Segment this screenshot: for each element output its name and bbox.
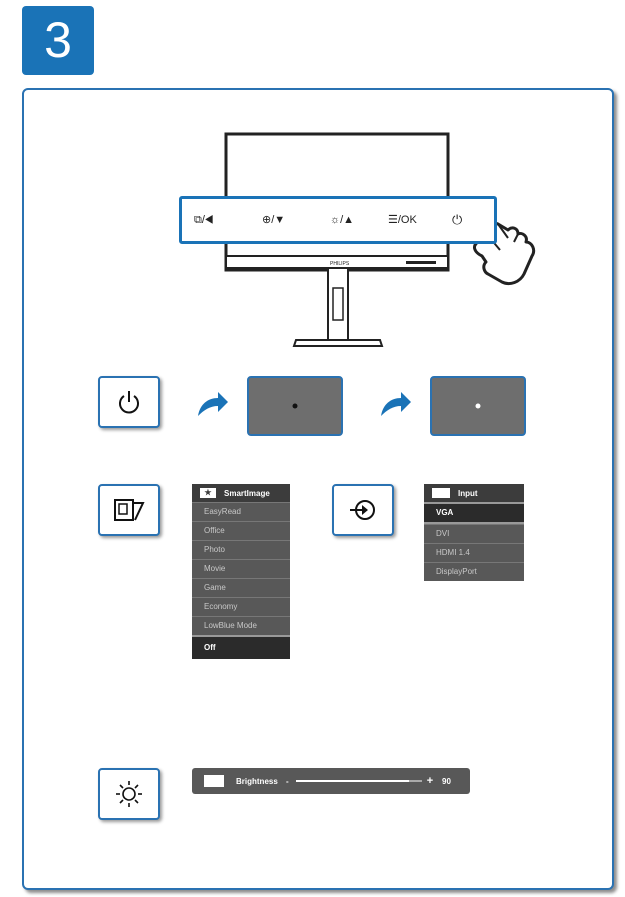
screen-on-panel (430, 376, 526, 436)
osd-item-dvi[interactable]: DVI (424, 524, 524, 543)
brightness-slider-fill (296, 780, 410, 782)
osd-item-game[interactable]: Game (192, 578, 290, 597)
input-menu-title: Input (458, 488, 478, 498)
monitor-brand-label: PHILIPS (330, 261, 350, 267)
power-icon (119, 391, 139, 414)
brightness-osd-bar: Brightness - + 90 (192, 768, 470, 794)
monitor-icon (432, 488, 450, 498)
osd-item-office[interactable]: Office (192, 521, 290, 540)
curved-arrow-icon (198, 392, 228, 416)
osd-item-displayport[interactable]: DisplayPort (424, 562, 524, 581)
osd-item-vga[interactable]: VGA (424, 502, 524, 524)
power-led-off (292, 403, 298, 409)
osd-item-economy[interactable]: Economy (192, 597, 290, 616)
brightness-slider-track[interactable] (296, 780, 422, 782)
step-number-badge: 3 (22, 6, 94, 75)
smartimage-menu-title: SmartImage (224, 488, 270, 498)
monitor-button-strip: ⧉/◀ ⊕/▼ ☼/▲ ☰/OK ⏻ (179, 196, 497, 244)
brightness-value: 90 (442, 776, 451, 786)
star-icon: ★ (200, 488, 216, 498)
smartimage-button-box (98, 484, 160, 536)
input-menu-header: Input (424, 484, 524, 502)
brightness-icon (116, 781, 142, 807)
osd-item-movie[interactable]: Movie (192, 559, 290, 578)
osd-item-easyread[interactable]: EasyRead (192, 502, 290, 521)
osd-item-off[interactable]: Off (192, 635, 290, 659)
brightness-plus[interactable]: + (426, 775, 434, 787)
power-led-on (475, 403, 481, 409)
monitor-illustration: PHILIPS (224, 132, 536, 347)
smartimage-osd-menu: ★ SmartImage EasyRead Office Photo Movie… (192, 484, 290, 659)
brightness-minus[interactable]: - (286, 776, 289, 786)
menu-back-button[interactable]: ⧉/◀ (194, 214, 214, 226)
menu-ok-button[interactable]: ☰/OK (388, 214, 417, 226)
power-button-box (98, 376, 160, 428)
brightness-label: Brightness (236, 776, 278, 786)
smartimage-icon (114, 499, 145, 521)
brightness-menu-icon (204, 775, 224, 787)
osd-item-photo[interactable]: Photo (192, 540, 290, 559)
osd-item-lowblue[interactable]: LowBlue Mode (192, 616, 290, 635)
smartimage-menu-header: ★ SmartImage (192, 484, 290, 502)
curved-arrow-icon (381, 392, 411, 416)
power-button[interactable]: ⏻ (452, 212, 463, 227)
screen-off-panel (247, 376, 343, 436)
input-down-button[interactable]: ⊕/▼ (262, 214, 286, 226)
input-button-box (332, 484, 394, 536)
brightness-up-button[interactable]: ☼/▲ (330, 214, 355, 226)
input-osd-menu: Input VGA DVI HDMI 1.4 DisplayPort (424, 484, 524, 581)
osd-item-hdmi[interactable]: HDMI 1.4 (424, 543, 524, 562)
input-icon (350, 500, 375, 520)
brightness-button-box (98, 768, 160, 820)
